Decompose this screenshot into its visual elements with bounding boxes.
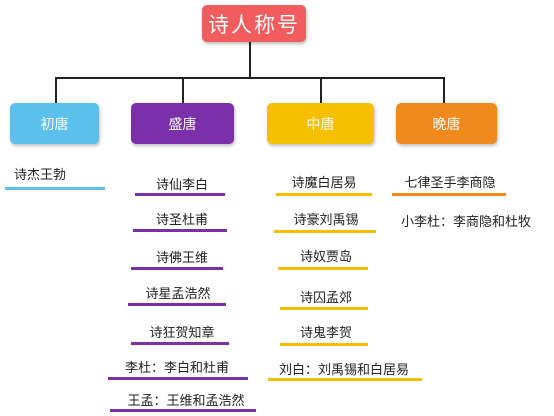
connector-high: [182, 77, 184, 103]
connector-late: [443, 77, 445, 103]
era-box-early-tang: 初唐: [10, 103, 99, 144]
era-box-late-tang: 晚唐: [396, 103, 497, 144]
connector-horizontal: [55, 77, 445, 79]
late-item-1: 小李杜：李商隐和杜牧: [400, 215, 531, 230]
mid-item-5-underline: [268, 378, 422, 381]
mid-item-3-underline: [280, 307, 368, 310]
era-box-high-tang: 盛唐: [131, 103, 234, 144]
high-item-2-underline: [131, 267, 223, 270]
high-item-6: 王孟：王维和孟浩然: [127, 394, 245, 409]
mid-item-0: 诗魔白居易: [291, 176, 357, 191]
high-item-4-underline: [131, 342, 229, 345]
early-item-0: 诗杰王勃: [14, 168, 67, 183]
mid-item-1-underline: [274, 230, 376, 233]
mid-item-4: 诗鬼李贺: [299, 326, 352, 341]
late-item-0-underline: [392, 193, 506, 196]
high-item-4: 诗狂贺知章: [149, 326, 215, 341]
mid-item-0-underline: [276, 193, 372, 196]
era-box-mid-tang: 中唐: [267, 103, 374, 144]
high-item-0-underline: [135, 193, 225, 196]
high-item-5-underline: [108, 377, 248, 380]
connector-mid: [320, 77, 322, 103]
high-item-5: 李杜：李白和杜甫: [124, 361, 229, 376]
mid-item-1: 诗豪刘禹锡: [293, 213, 359, 228]
high-item-3: 诗星孟浩然: [145, 287, 211, 302]
high-item-0: 诗仙李白: [155, 178, 208, 193]
mid-item-2: 诗奴贾岛: [299, 250, 352, 265]
connector-root-down: [249, 42, 251, 78]
high-item-2: 诗佛王维: [155, 251, 208, 266]
mid-item-5: 刘白：刘禹锡和白居易: [278, 363, 409, 378]
late-item-0: 七律圣手李商隐: [404, 176, 496, 191]
mid-item-3: 诗囚孟郊: [299, 291, 352, 306]
high-item-1: 诗圣杜甫: [155, 213, 208, 228]
high-item-1-underline: [133, 229, 227, 232]
connector-early: [55, 77, 57, 103]
high-item-3-underline: [128, 303, 226, 306]
mid-item-4-underline: [280, 343, 368, 346]
high-item-6-underline: [110, 409, 256, 412]
early-item-0-underline: [5, 187, 105, 190]
root-node-poet-titles: 诗人称号: [202, 5, 306, 42]
mid-item-2-underline: [278, 267, 368, 270]
